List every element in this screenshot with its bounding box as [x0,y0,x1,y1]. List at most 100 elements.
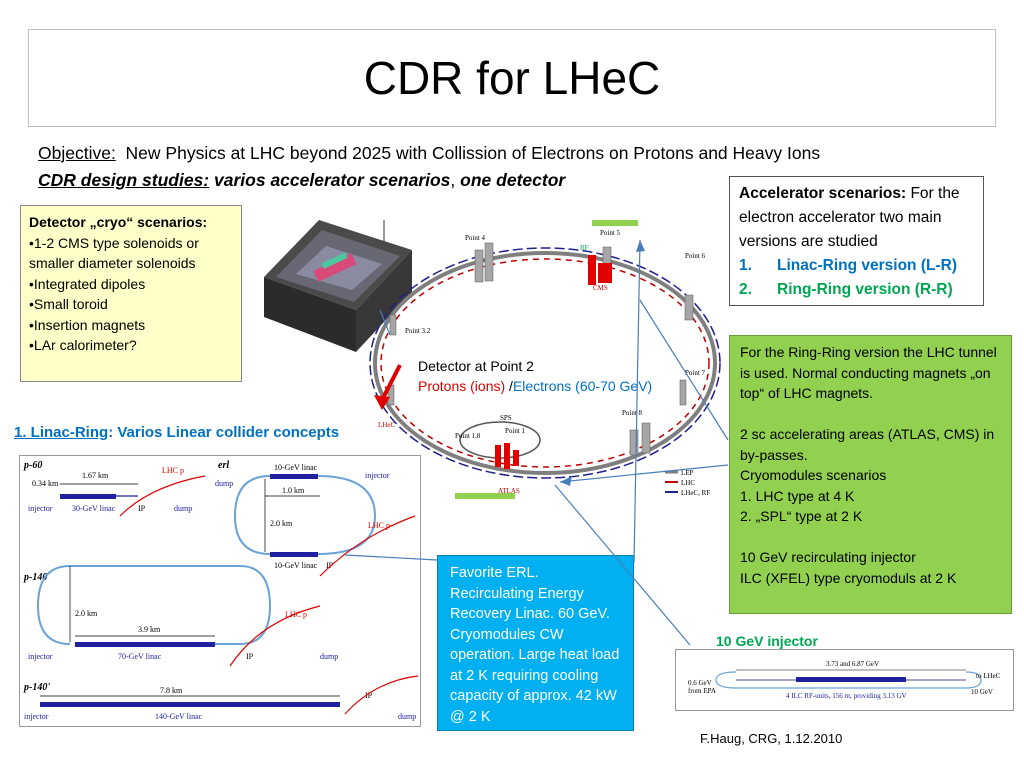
detector-image [264,220,412,352]
objective-line: Objective: New Physics at LHC beyond 202… [38,143,820,164]
ring-box-line: 2. „SPL“ type at 2 K [740,508,863,524]
cdr-line: CDR design studies: varios accelerator s… [38,170,565,191]
detector-point2-label: Detector at Point 2 Protons (ions) /Elec… [418,356,652,396]
ring-point-label: Point 7 [685,369,706,377]
ring-box-spacer [740,527,1001,548]
erl-linac-bottom: 10-GeV linac [274,561,318,570]
p60-injector: injector [28,504,53,513]
detector-slash: / [505,378,513,394]
p140-linac: 70-GeV linac [118,652,162,661]
detector-line1: Detector at Point 2 [418,358,534,374]
erl-ip: IP [326,561,334,570]
ring-point-label: Point 8 [622,409,643,417]
linac-concepts-diagram: p-60 1.67 km 0.34 km injector 30-GeV lin… [19,455,421,727]
objective-label: Objective: [38,143,116,163]
injector-right-top: to LHeC [976,672,1001,680]
accel-item-num: 1. [739,257,752,274]
p60-linac: 30-GeV linac [72,504,116,513]
footer-credit: F.Haug, CRG, 1.12.2010 [700,731,843,746]
injector-heading: 10 GeV injector [716,633,818,649]
ring-point-label: Point 1 [505,427,526,435]
accel-item-label: Linac-Ring version (L-R) [777,257,957,274]
ring-lhec-label: LHeC [378,421,395,429]
p140b-ip: IP [365,691,373,700]
ring-box-line: 1. LHC type at 4 K [740,487,855,504]
accel-item-linac-ring: 1. Linac-Ring version (L-R) [739,254,974,278]
linac-ring-heading: 1. Linac-Ring: Varios Linear collider co… [14,424,339,441]
ring-legend-item: LEP [681,469,694,477]
p140-lhc: LHC p [285,610,307,619]
p140-dim2: 3.9 km [138,625,161,634]
erl-dim2: 2.0 km [270,519,293,528]
p60-lhc: LHC p [162,466,184,475]
objective-text: New Physics at LHC beyond 2025 with Coll… [125,143,821,163]
p140b-dim: 7.8 km [160,686,183,695]
ring-box-spacer [740,404,1001,425]
ring-point-label: SPS [500,414,512,422]
cryo-item: •Small toroid [29,296,108,312]
erl-injector: injector [365,471,390,480]
cryo-item: •Integrated dipoles [29,275,146,292]
injector-bottom-label: 4 ILC RF-units, 156 m, providing 3.13 GV [786,692,907,700]
slide-title: CDR for LHeC [363,52,661,104]
injector-diagram: 3.73 and 6.87 GeV 0.6 GeV from EPA to LH… [675,649,1014,711]
title-box: CDR for LHeC [28,29,996,127]
p140b-injector: injector [24,712,49,721]
erl-lhc: LHC p [368,521,390,530]
accel-item-num: 2. [739,281,752,298]
ring-legend-item: LHC [681,479,695,487]
cdr-text2: one detector [460,170,566,190]
p140b-linac: 140-GeV linac [155,712,203,721]
p140-ip: IP [246,652,254,661]
ring-point-label: Point 5 [600,229,621,237]
ring-rf-label: RF [580,244,589,252]
p140b-label: p-140' [23,682,50,693]
cryo-item: •LAr calorimeter? [29,337,137,353]
p140-dim1: 2.0 km [75,609,98,618]
erl-text: Favorite ERL. Recirculating Energy Recov… [450,565,620,725]
erl-label: erl [218,460,229,471]
cryo-item: •Insertion magnets [29,316,146,333]
p60-ip: IP [138,504,146,513]
cdr-text1: varios accelerator scenarios [214,170,451,190]
cryo-heading: Detector „cryo“ scenarios: [29,214,208,230]
p140-injector: injector [28,652,53,661]
p140-label: p-140 [23,572,47,583]
erl-linac-top: 10-GeV linac [274,463,318,472]
accel-item-ring-ring: 2. Ring-Ring version (R-R) [739,278,974,302]
injector-right-bottom: 10 GeV [971,688,993,696]
ring-point-label: Point 1.8 [455,432,481,440]
erl-box: Favorite ERL. Recirculating Energy Recov… [437,555,634,731]
injector-left1: 0.6 GeV [688,679,712,687]
erl-dim1: 1.0 km [282,486,305,495]
ring-box-line: For the Ring-Ring version the LHC tunnel… [740,344,997,401]
ring-box-line: ILC (XFEL) type cryomoduls at 2 K [740,569,957,586]
cryo-scenarios-box: Detector „cryo“ scenarios: •1-2 CMS type… [20,205,242,382]
ring-ring-box: For the Ring-Ring version the LHC tunnel… [729,335,1012,614]
accelerator-scenarios-box: Accelerator scenarios: For the electron … [729,176,984,306]
cdr-label: CDR design studies: [38,170,210,190]
linac-ring-link[interactable]: 1. Linac-Ring [14,424,109,441]
p140b-dump: dump [398,712,416,721]
ring-point-label: Point 4 [465,234,486,242]
linac-ring-text: : Varios Linear collider concepts [108,424,340,441]
ring-cms-label: CMS [593,284,608,292]
electrons-label: Electrons (60-70 GeV) [512,378,653,394]
p60-dim2: 0.34 km [32,479,59,488]
accel-item-label: Ring-Ring version (R-R) [777,281,953,298]
p60-dump: dump [174,504,192,513]
cdr-sep: , [450,170,456,190]
p140-dump: dump [320,652,338,661]
cryo-item: •1-2 CMS type solenoids or smaller diame… [29,234,199,272]
injector-top-label: 3.73 and 6.87 GeV [826,660,879,668]
ring-legend-item: LHeC, RF [681,489,710,497]
p60-dim1: 1.67 km [82,471,109,480]
ring-point-label: Point 6 [685,252,706,260]
erl-dump: dump [215,479,233,488]
ring-box-line: 2 sc accelerating areas (ATLAS, CMS) in … [740,426,995,463]
accel-text: For the electron accelerator two main ve… [739,185,960,250]
ring-box-line: Cryomodules scenarios [740,467,887,483]
injector-left2: from EPA [688,687,716,695]
accel-heading: Accelerator scenarios: [739,185,907,202]
ring-box-line: 10 GeV recirculating injector [740,549,916,565]
